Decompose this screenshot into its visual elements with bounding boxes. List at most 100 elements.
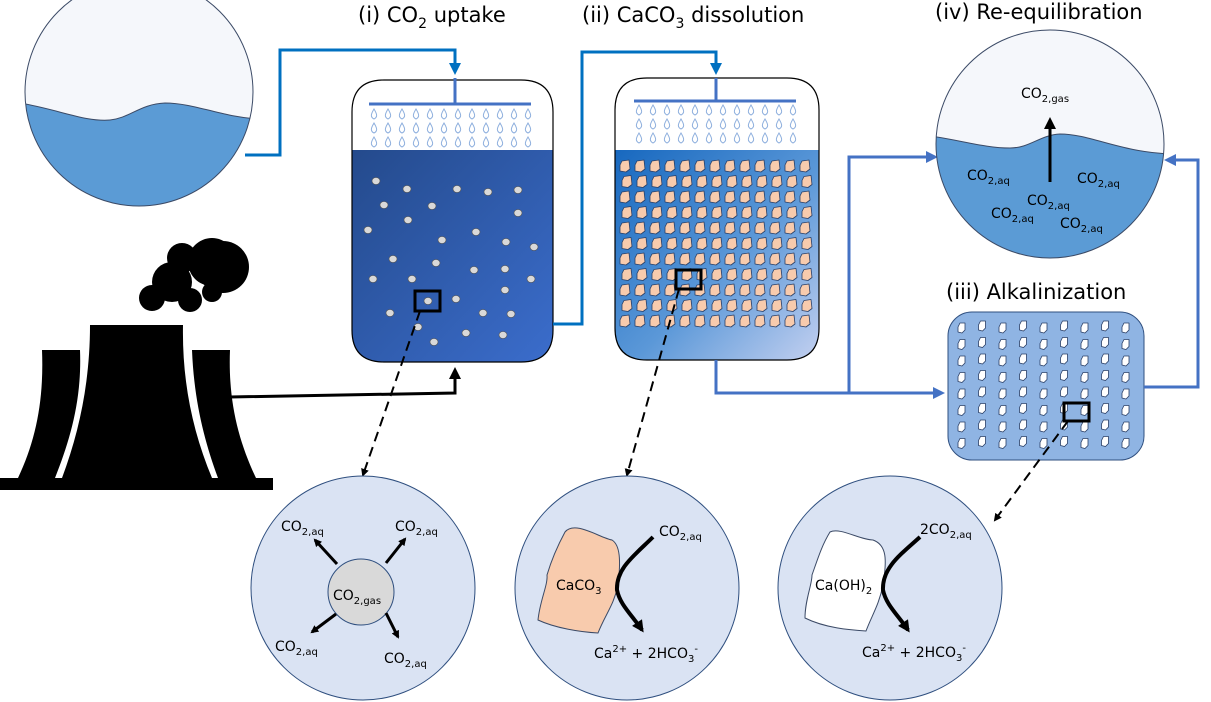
- label-co2-aq: CO2,aq: [281, 519, 324, 538]
- calcite-particle-icon: [741, 175, 753, 188]
- droplet-icon: [510, 136, 518, 148]
- zoom-box-icon: [674, 268, 703, 291]
- gas-bubble-icon: [526, 275, 536, 283]
- droplet-icon: [482, 108, 490, 120]
- gas-bubble-icon: [498, 331, 508, 339]
- calcite-particle-icon: [681, 206, 693, 219]
- gas-bubble-icon: [500, 286, 510, 294]
- calcite-particle-icon: [696, 237, 708, 250]
- gas-bubble-icon: [529, 243, 539, 251]
- droplet-icon: [482, 122, 490, 134]
- calcite-particle-icon: [799, 159, 811, 173]
- smoke-icon: [139, 238, 249, 312]
- label-caoh2: Ca(OH)2: [815, 578, 872, 597]
- calcite-particle-icon: [769, 159, 781, 173]
- lime-particle-icon: [1101, 386, 1109, 398]
- lime-particle-icon: [957, 388, 966, 400]
- droplet-icon: [370, 122, 378, 134]
- lime-particle-icon: [957, 421, 966, 433]
- lime-particle-icon: [1101, 403, 1109, 414]
- spray-nozzle-icon: [634, 78, 796, 103]
- droplet-icon: [635, 118, 643, 130]
- calcite-particle-icon: [786, 299, 798, 312]
- droplet-icon: [733, 104, 741, 116]
- gas-bubble-icon: [379, 201, 389, 209]
- lime-particle-icon: [1101, 419, 1109, 431]
- flue-gas-line: [229, 367, 461, 399]
- calcite-particle-icon: [724, 314, 736, 328]
- lime-particle-icon: [1101, 337, 1109, 348]
- droplet-icon: [761, 132, 769, 144]
- calcite-particle-icon: [651, 299, 663, 312]
- calcite-particle-icon: [649, 221, 661, 235]
- droplet-icon: [510, 122, 518, 134]
- calcite-particle-icon: [651, 175, 663, 188]
- lime-particle-icon: [998, 388, 1007, 400]
- calcite-particle-icon: [786, 175, 798, 188]
- lime-particle-icon: [998, 355, 1007, 367]
- calcite-particle-icon: [694, 252, 706, 266]
- droplet-icon: [775, 132, 783, 144]
- calcite-particle-icon: [619, 190, 631, 204]
- lime-particle-icon: [1039, 405, 1048, 416]
- droplet-icon: [747, 104, 755, 116]
- droplet-icon: [412, 122, 420, 134]
- gas-bubble-icon: [403, 216, 413, 224]
- calcite-particle-icon: [756, 299, 768, 312]
- calcite-particle-icon: [784, 221, 796, 235]
- lime-particle-icon: [957, 322, 966, 334]
- calcite-particle-icon: [621, 268, 633, 281]
- calcite-particle-icon: [726, 268, 738, 281]
- calcite-particle-icon: [786, 237, 798, 250]
- calcite-particle-icon: [756, 206, 768, 219]
- calcite-particle-icon: [771, 175, 783, 188]
- calcite-particle-icon: [711, 268, 723, 281]
- lime-particle-icon: [957, 405, 966, 416]
- calcite-particle-icon: [756, 237, 768, 250]
- calcite-particle-icon: [709, 190, 721, 204]
- lime-particle-icon: [1121, 322, 1130, 334]
- gas-bubble-icon: [513, 186, 523, 194]
- calcite-particle-icon: [634, 190, 646, 204]
- droplet-icon: [468, 108, 476, 120]
- calcite-particle-icon: [801, 268, 813, 281]
- lime-particle-icon: [1039, 372, 1048, 383]
- lime-particle-icon: [1060, 320, 1068, 332]
- lime-particle-icon: [957, 320, 1130, 449]
- droplet-icon: [789, 104, 797, 116]
- calcite-particle-icon: [666, 175, 678, 188]
- calcite-particle-icon: [799, 252, 811, 266]
- droplet-icon: [677, 118, 685, 130]
- calcite-particle-icon: [724, 252, 736, 266]
- lime-particle-icon: [978, 386, 986, 398]
- droplet-icon: [384, 136, 392, 148]
- droplet-icon: [524, 136, 532, 148]
- calcite-particle-icon: [694, 190, 706, 204]
- droplet-icon: [440, 136, 448, 148]
- droplet-icon: [454, 136, 462, 148]
- droplet-icon: [412, 136, 420, 148]
- droplet-icon: [663, 118, 671, 130]
- calcite-particle-icon: [711, 237, 723, 250]
- calcite-particle-icon: [799, 314, 811, 328]
- droplet-icon: [384, 108, 392, 120]
- calcite-particle-icon: [651, 206, 663, 219]
- pipe-ocean-to-uptake: [245, 48, 461, 157]
- gas-bubble-icon: [478, 309, 488, 317]
- lime-particle-icon: [1039, 355, 1048, 367]
- label-co2-aq: CO2,aq: [275, 639, 318, 658]
- pipe-dissolution-to-alkalinization: [714, 360, 945, 399]
- droplet-icon: [705, 132, 713, 144]
- lime-particle-icon: [1080, 388, 1089, 400]
- detail-dissolution: [514, 475, 740, 701]
- calcite-particle-icon: [784, 283, 796, 297]
- gas-bubble-icon: [483, 188, 493, 196]
- zoom-box-icon: [413, 289, 442, 313]
- calcite-particle-icon: [739, 190, 751, 204]
- calcite-particle-icon: [619, 314, 631, 328]
- lime-particle-icon: [998, 339, 1007, 350]
- droplet-icon: [775, 118, 783, 130]
- lime-particle-icon: [1080, 322, 1089, 334]
- calcite-particle-icon: [649, 159, 661, 173]
- droplet-icon: [775, 104, 783, 116]
